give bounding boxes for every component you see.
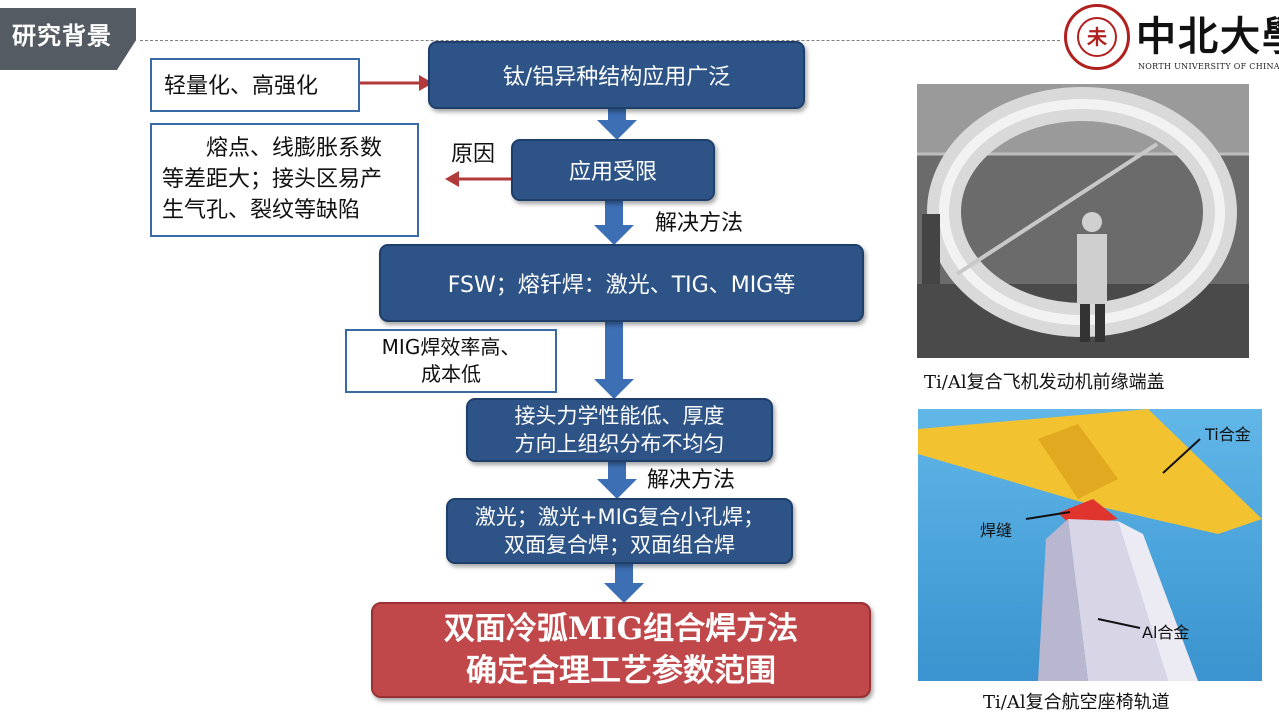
university-seal-icon: 未	[1064, 4, 1130, 70]
flow-arrow-3	[594, 322, 634, 399]
result-line-2: 确定合理工艺参数范围	[466, 653, 776, 689]
weld-label: 焊缝	[980, 521, 1013, 540]
result-line-1: 双面冷弧MIG组合焊方法	[443, 611, 799, 647]
node-4-line-2: 方向上组织分布不均匀	[514, 432, 725, 456]
node-5-line-2: 双面复合焊；双面组合焊	[504, 533, 735, 557]
node-welding-methods: FSW；熔钎焊：激光、TIG、MIG等	[379, 244, 864, 322]
solution-label-2: 解决方法	[647, 468, 736, 493]
node-5-line-1: 激光；激光+MIG复合小孔焊；	[474, 505, 765, 529]
university-logo: 未 中北大學 NORTH UNIVERSITY OF CHINA	[1062, 0, 1279, 78]
arrow-right-to-node1	[359, 75, 433, 91]
node-wide-application: 钛/铝异种结构应用广泛	[428, 41, 805, 109]
university-name: 中北大學	[1136, 13, 1279, 60]
node-joint-problems: 接头力学性能低、厚度 方向上组织分布不均匀	[466, 398, 773, 462]
note-2-line-2: 等差距大；接头区易产	[162, 167, 383, 192]
node-hybrid-methods: 激光；激光+MIG复合小孔焊； 双面复合焊；双面组合焊	[446, 498, 793, 564]
flow-arrow-2	[594, 201, 634, 245]
solution-label-1: 解决方法	[655, 211, 744, 236]
al-alloy-label: Al合金	[1142, 623, 1190, 642]
photo-engine-end-cap	[917, 84, 1249, 358]
seal-mark: 未	[1077, 17, 1117, 57]
node-2-text: 应用受限	[568, 160, 657, 185]
node-1-text: 钛/铝异种结构应用广泛	[502, 65, 731, 90]
photo-seat-track: Ti合金 焊缝 Al合金	[918, 409, 1262, 681]
engine-ring-illustration	[917, 84, 1249, 358]
arrow-left-to-reason	[445, 171, 513, 187]
reason-label: 原因	[451, 142, 496, 167]
photo-1-caption: Ti/Al复合飞机发动机前缘端盖	[924, 372, 1165, 393]
node-4-line-1: 接头力学性能低、厚度	[514, 404, 725, 428]
flow-arrow-1	[597, 109, 637, 140]
note-3-line-2: 成本低	[421, 362, 481, 386]
seat-track-illustration	[918, 409, 1262, 681]
note-2-line-1: 熔点、线膨胀系数	[206, 136, 383, 161]
node-limited-application: 应用受限	[511, 139, 715, 201]
note-lightweight: 轻量化、高强化	[150, 58, 360, 112]
note-2-line-3: 生气孔、裂纹等缺陷	[162, 198, 361, 223]
photo-2-caption: Ti/Al复合航空座椅轨道	[983, 692, 1170, 713]
note-mig-advantage: MIG焊效率高、 成本低	[345, 329, 557, 393]
node-3-text: FSW；熔钎焊：激光、TIG、MIG等	[447, 273, 796, 298]
section-title-tab: 研究背景	[0, 8, 136, 70]
flow-arrow-4	[597, 462, 637, 499]
note-reasons: 熔点、线膨胀系数 等差距大；接头区易产 生气孔、裂纹等缺陷	[150, 123, 419, 237]
ti-alloy-label: Ti合金	[1205, 425, 1251, 444]
header-divider	[140, 40, 1065, 41]
section-title: 研究背景	[12, 22, 112, 50]
note-3-line-1: MIG焊效率高、	[381, 335, 521, 359]
result-box: 双面冷弧MIG组合焊方法 确定合理工艺参数范围	[371, 602, 871, 698]
university-name-english: NORTH UNIVERSITY OF CHINA	[1138, 62, 1279, 71]
flow-arrow-5	[604, 564, 644, 603]
note-1-text: 轻量化、高强化	[164, 74, 319, 99]
